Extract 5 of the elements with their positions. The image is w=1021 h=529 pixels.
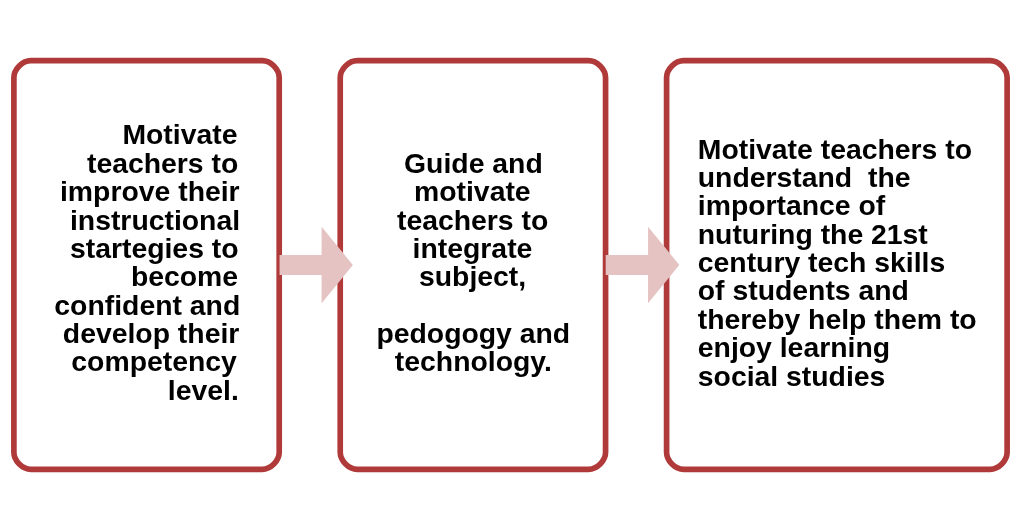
arrow [279, 226, 353, 303]
node-box: Motivate teachers to understand the importance of nuturing the 21st century tech skills of students and thereby help them to enjoy learning social studies [663, 57, 1010, 472]
arrow [605, 226, 680, 303]
node-box: Guide and motivate teachers to integrate subject, pedogogy and technology. [337, 57, 609, 472]
node-box: Motivate teachers to improve their instructional startegies to become confident and develop their competency level. [11, 57, 283, 472]
